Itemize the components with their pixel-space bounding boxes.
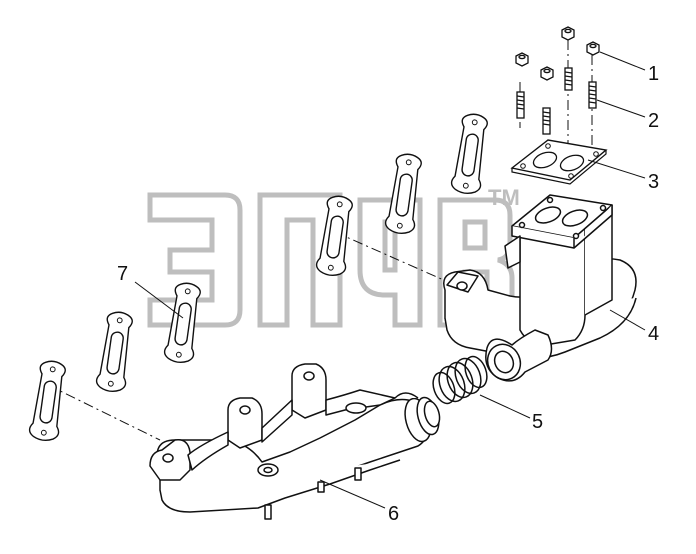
stud-4 bbox=[542, 107, 551, 135]
nut-4 bbox=[540, 66, 554, 81]
turbo-gasket bbox=[510, 139, 608, 185]
nut-3 bbox=[515, 52, 529, 67]
stud-3 bbox=[516, 91, 525, 119]
callout-1: 1 bbox=[648, 63, 659, 85]
front-manifold bbox=[149, 363, 441, 520]
callout-7: 7 bbox=[117, 263, 128, 285]
gasket-b bbox=[94, 309, 136, 394]
callout-5: 5 bbox=[532, 411, 543, 433]
callout-4: 4 bbox=[648, 323, 659, 345]
stud-2 bbox=[588, 81, 597, 109]
callout-2: 2 bbox=[648, 110, 659, 132]
callout-6: 6 bbox=[388, 503, 399, 525]
rear-manifold bbox=[443, 194, 637, 382]
nut-2 bbox=[586, 41, 600, 56]
stud-1 bbox=[564, 67, 573, 91]
gasket-d bbox=[314, 193, 356, 278]
callout-labels: 1 2 3 4 5 6 7 bbox=[117, 63, 659, 525]
leader-lines bbox=[134, 51, 646, 509]
callout-3: 3 bbox=[648, 171, 659, 193]
gasket-a bbox=[27, 358, 69, 443]
trademark-mark: TM bbox=[488, 185, 520, 210]
studs-and-nuts bbox=[515, 26, 600, 135]
gasket-f bbox=[449, 111, 491, 196]
nut-1 bbox=[561, 26, 575, 41]
seal-spring bbox=[432, 355, 488, 405]
